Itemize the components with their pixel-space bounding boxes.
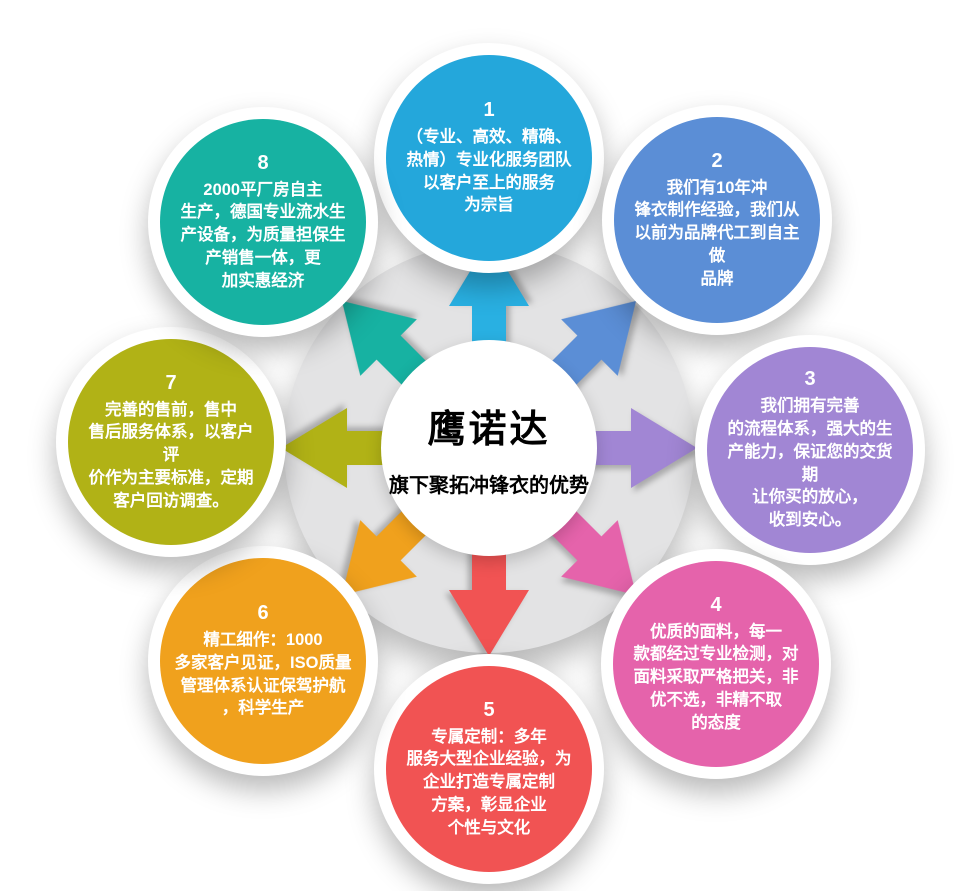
node-2-circle: 2 我们有10年冲 锋衣制作经验，我们从 以前为品牌代工到自主做 品牌 [614,117,820,323]
node-1-number: 1 [483,98,495,121]
center-subtitle: 旗下聚拓冲锋衣的优势 [389,475,589,497]
node-8-circle: 8 2000平厂房自主 生产，德国专业流水生 产设备，为质量担保生 产销售一体，… [160,119,366,325]
node-4-circle: 4 优质的面料，每一 款都经过专业检测，对 面料采取严格把关，非 优不选，非精不… [613,561,819,767]
node-8: 8 2000平厂房自主 生产，德国专业流水生 产设备，为质量担保生 产销售一体，… [148,107,378,337]
node-6-text: 精工细作：1000 多家客户见证，ISO质量 管理体系认证保驾护航 ，科学生产 [174,630,352,718]
node-5-number: 5 [483,698,495,721]
node-6: 6 精工细作：1000 多家客户见证，ISO质量 管理体系认证保驾护航 ，科学生… [148,546,378,776]
node-5-text: 专属定制：多年 服务大型企业经验，为 企业打造专属定制 方案，彰显企业 个性与文… [406,727,572,837]
node-5: 5 专属定制：多年 服务大型企业经验，为 企业打造专属定制 方案，彰显企业 个性… [374,654,604,884]
node-3-number: 3 [804,368,816,391]
node-4: 4 优质的面料，每一 款都经过专业检测，对 面料采取严格把关，非 优不选，非精不… [601,549,831,779]
hub-center: 鹰诺达 旗下聚拓冲锋衣的优势 [381,340,597,556]
node-8-text: 2000平厂房自主 生产，德国专业流水生 产设备，为质量担保生 产销售一体，更 … [180,180,346,290]
center-title: 鹰诺达 [427,409,551,451]
node-4-text: 优质的面料，每一 款都经过专业检测，对 面料采取严格把关，非 优不选，非精不取 … [633,622,799,732]
node-4-number: 4 [710,593,722,616]
node-8-number: 8 [257,151,269,174]
node-1-circle: 1 （专业、高效、精确、 热情）专业化服务团队 以客户至上的服务 为宗旨 [386,55,592,261]
node-5-circle: 5 专属定制：多年 服务大型企业经验，为 企业打造专属定制 方案，彰显企业 个性… [386,666,592,872]
node-2-text: 我们有10年冲 锋衣制作经验，我们从 以前为品牌代工到自主做 品牌 [634,178,800,288]
node-6-number: 6 [257,601,269,624]
node-7-circle: 7 完善的售前，售中 售后服务体系，以客户评 价作为主要标准，定期 客户回访调查… [68,339,274,545]
node-1: 1 （专业、高效、精确、 热情）专业化服务团队 以客户至上的服务 为宗旨 [374,43,604,273]
node-1-text: （专业、高效、精确、 热情）专业化服务团队 以客户至上的服务 为宗旨 [406,127,572,215]
node-7: 7 完善的售前，售中 售后服务体系，以客户评 价作为主要标准，定期 客户回访调查… [56,327,286,557]
node-2-number: 2 [711,149,723,172]
node-7-text: 完善的售前，售中 售后服务体系，以客户评 价作为主要标准，定期 客户回访调查。 [88,400,254,510]
node-2: 2 我们有10年冲 锋衣制作经验，我们从 以前为品牌代工到自主做 品牌 [602,105,832,335]
node-3-circle: 3 我们拥有完善 的流程体系，强大的生 产能力，保证您的交货期 让你买的放心， … [707,347,913,553]
node-3: 3 我们拥有完善 的流程体系，强大的生 产能力，保证您的交货期 让你买的放心， … [695,335,925,565]
node-7-number: 7 [165,371,177,394]
node-3-text: 我们拥有完善 的流程体系，强大的生 产能力，保证您的交货期 让你买的放心， 收到… [727,397,893,530]
node-6-circle: 6 精工细作：1000 多家客户见证，ISO质量 管理体系认证保驾护航 ，科学生… [160,558,366,764]
